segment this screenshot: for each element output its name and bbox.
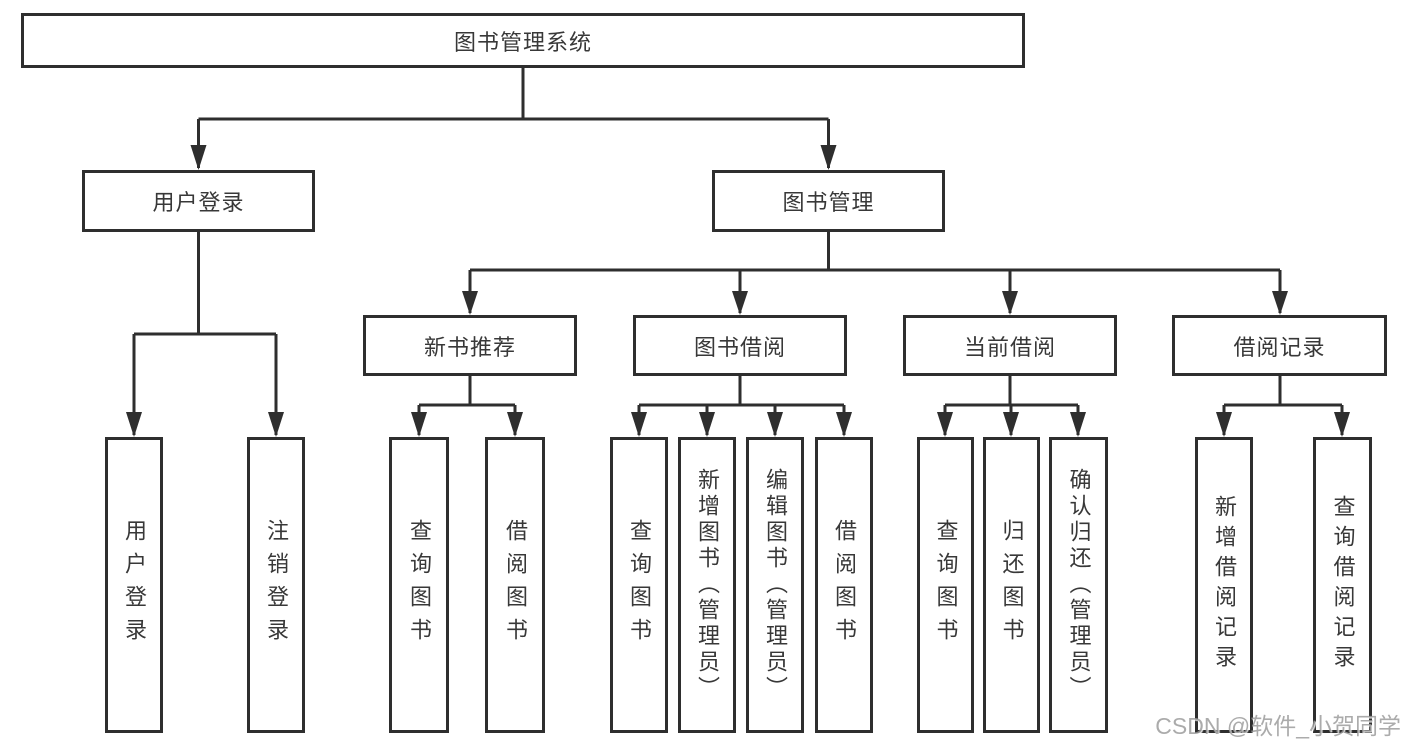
leaf-borrow-books-1: 借阅图书: [485, 437, 545, 733]
node-label: 查询图书: [933, 519, 959, 651]
node-current-borrow: 当前借阅: [903, 315, 1117, 376]
node-label: 图书管理系统: [453, 29, 592, 55]
leaf-logout: 注销登录: [247, 437, 305, 733]
node-label: 图书借阅: [693, 334, 786, 360]
node-label: 借阅图书: [832, 519, 857, 651]
leaf-user-login: 用户登录: [105, 437, 163, 733]
node-label: 查询图书: [627, 519, 652, 651]
node-label: 新书推荐: [423, 334, 516, 360]
node-label: 确认归还（管理员）: [1066, 468, 1092, 702]
node-book-management: 图书管理: [712, 170, 945, 232]
node-label: 借阅图书: [503, 519, 528, 651]
node-label: 注销登录: [264, 519, 289, 651]
leaf-borrow-books-2: 借阅图书: [815, 437, 873, 733]
node-label: 新增图书（管理员）: [695, 468, 720, 702]
node-label: 用户登录: [152, 190, 245, 215]
leaf-query-books-1: 查询图书: [389, 437, 449, 733]
leaf-add-borrow-record: 新增借阅记录: [1195, 437, 1253, 733]
node-library-management-system: 图书管理系统: [21, 13, 1025, 68]
node-user-login: 用户登录: [82, 170, 315, 232]
node-book-borrow: 图书借阅: [633, 315, 847, 376]
node-label: 查询图书: [407, 519, 432, 651]
node-label: 图书管理: [782, 190, 875, 215]
node-label: 新增借阅记录: [1212, 495, 1237, 675]
node-new-book-recommend: 新书推荐: [363, 315, 577, 376]
node-label: 编辑图书（管理员）: [763, 468, 788, 702]
leaf-edit-books-admin: 编辑图书（管理员）: [746, 437, 804, 733]
arrowheads: [126, 145, 1350, 437]
leaf-add-books-admin: 新增图书（管理员）: [678, 437, 736, 733]
node-label: 借阅记录: [1233, 334, 1326, 360]
leaf-confirm-return-admin: 确认归还（管理员）: [1049, 437, 1108, 733]
node-label: 查询借阅记录: [1330, 495, 1356, 675]
node-borrow-records: 借阅记录: [1172, 315, 1387, 376]
node-label: 用户登录: [122, 519, 147, 651]
csdn-watermark: CSDN @软件_小贺同学: [1155, 713, 1401, 739]
leaf-query-books-3: 查询图书: [917, 437, 974, 733]
leaf-query-borrow-record: 查询借阅记录: [1313, 437, 1372, 733]
node-label: 归还图书: [999, 519, 1025, 651]
node-label: 当前借阅: [963, 334, 1056, 360]
leaf-return-books: 归还图书: [983, 437, 1040, 733]
leaf-query-books-2: 查询图书: [610, 437, 668, 733]
